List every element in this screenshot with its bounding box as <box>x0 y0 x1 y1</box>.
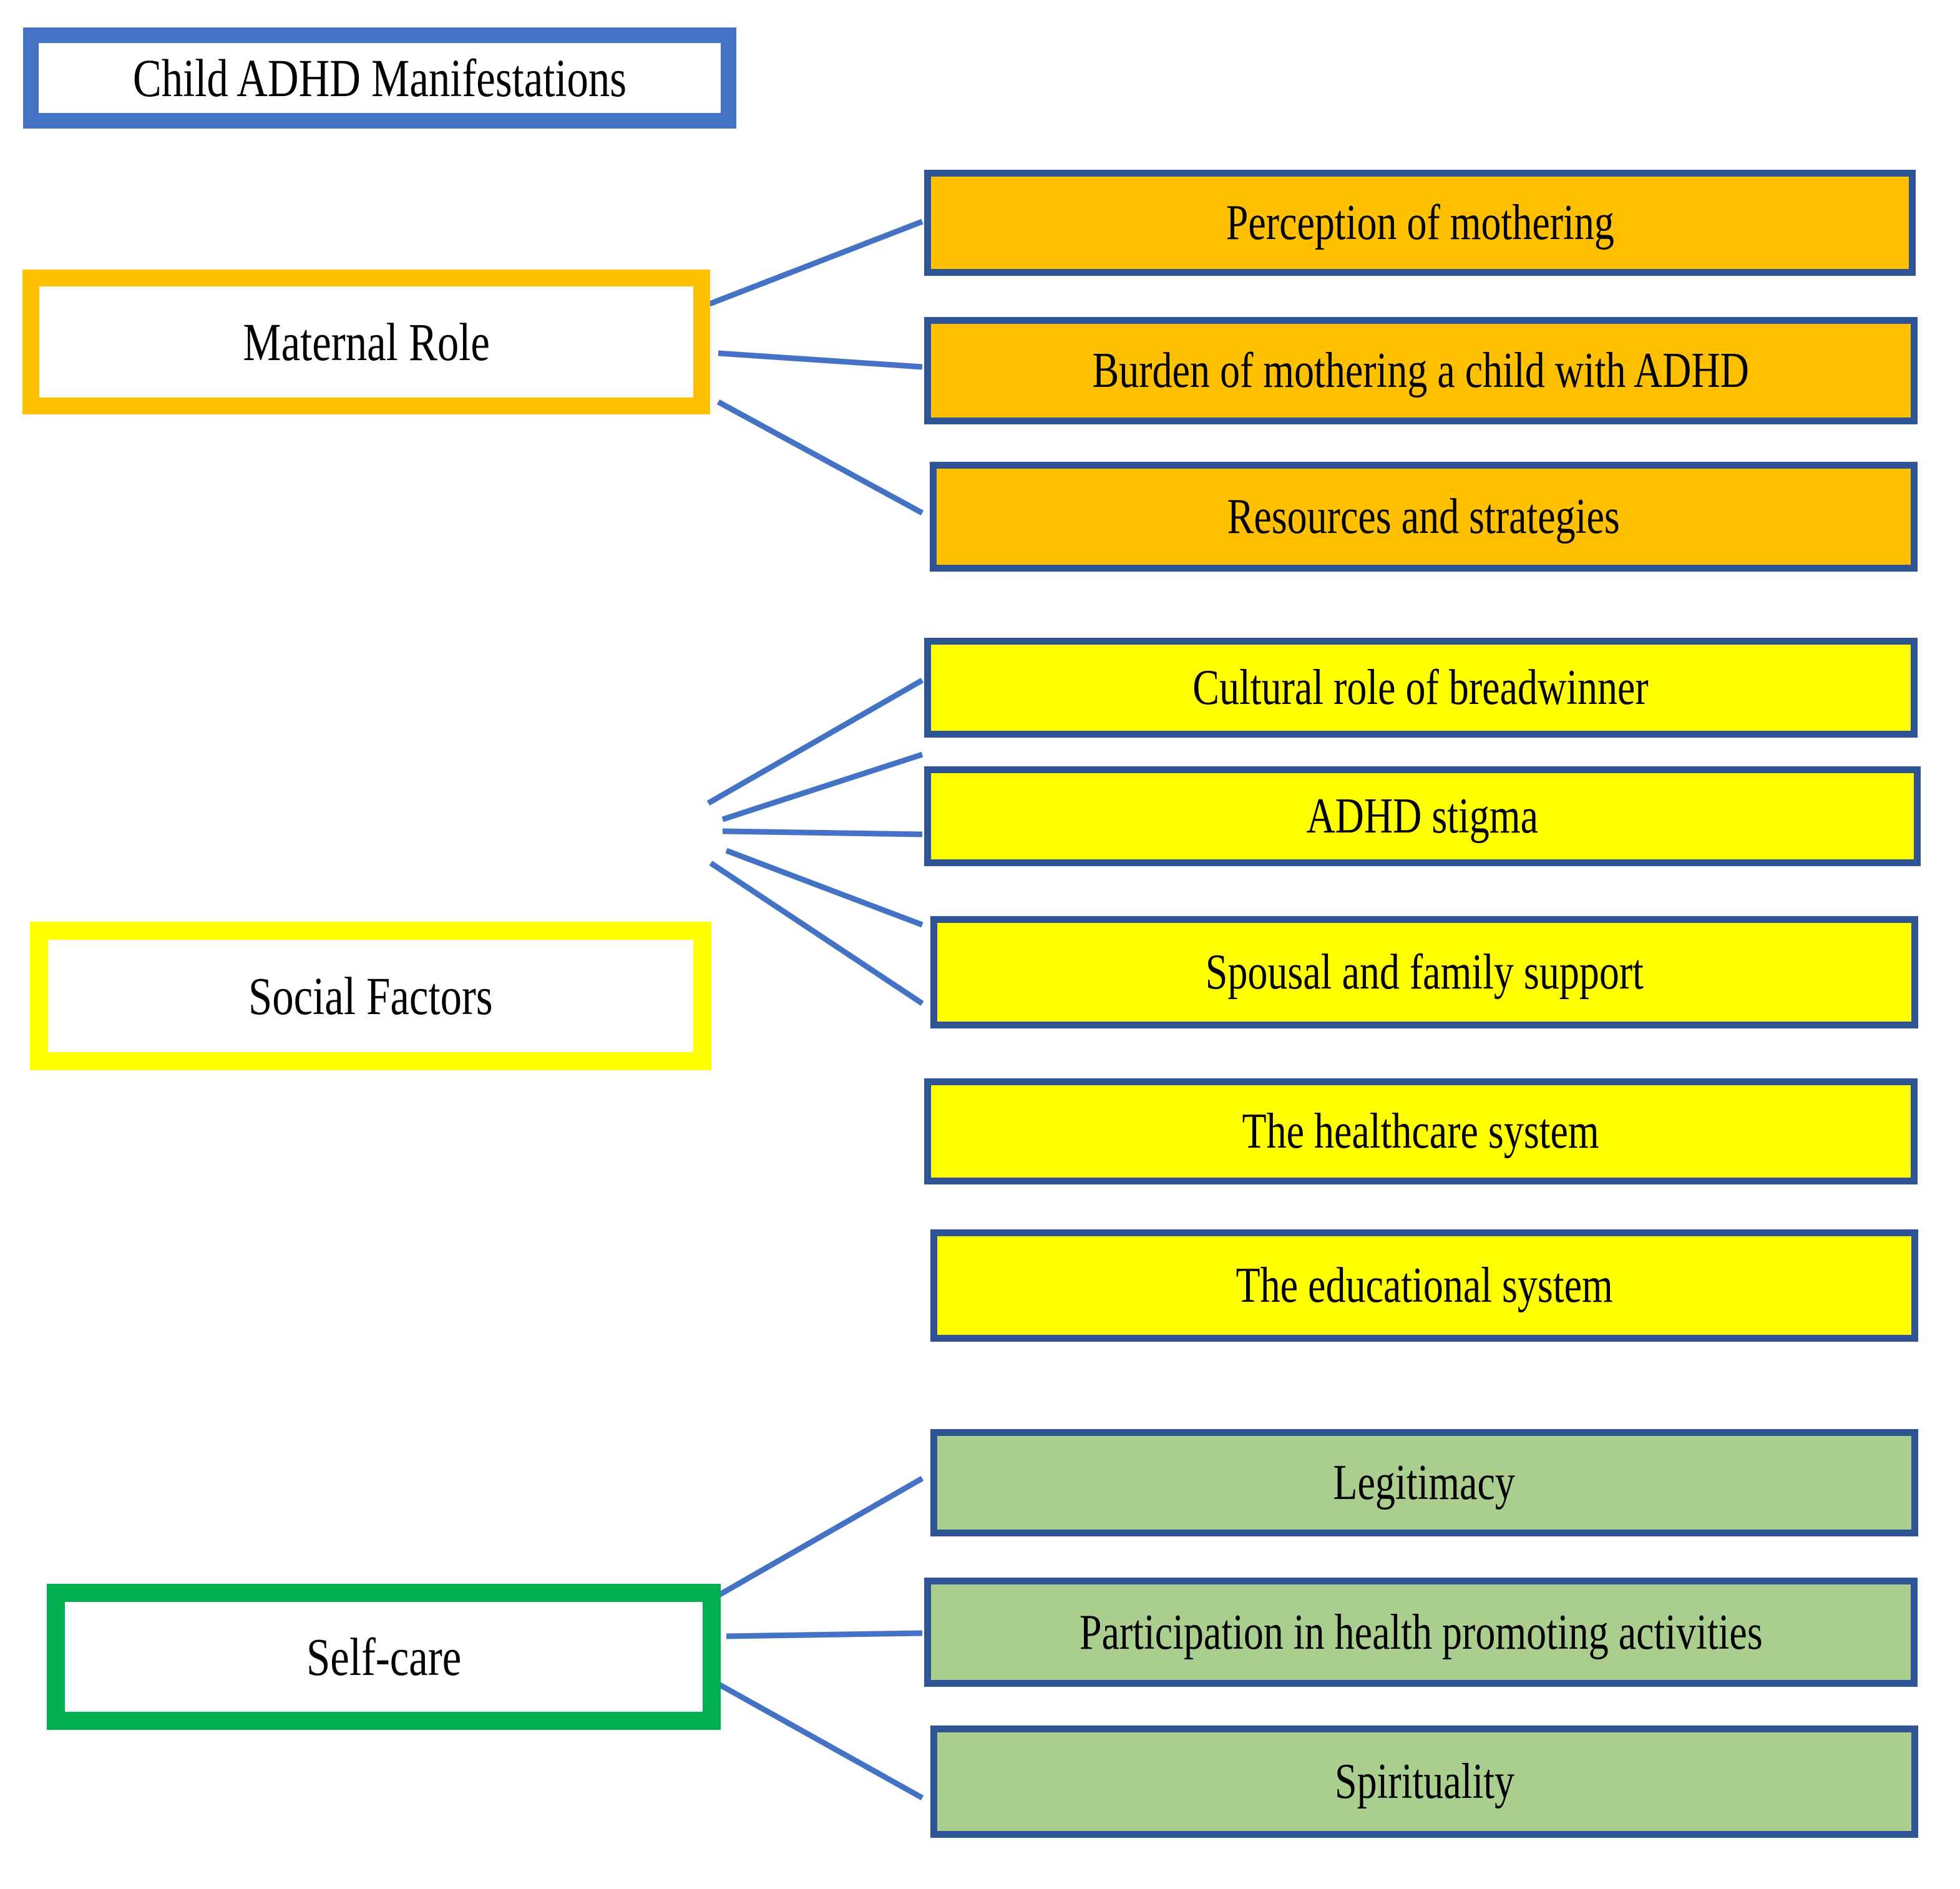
connector-selfcare-to-legitimacy <box>717 1476 924 1598</box>
node-label: Spirituality <box>1334 1754 1514 1809</box>
connector-selfcare-to-participation <box>726 1630 923 1639</box>
node-adhd-stigma[interactable]: ADHD stigma <box>924 766 1921 866</box>
node-resources-and-strategies[interactable]: Resources and strategies <box>930 462 1918 572</box>
node-label: Spousal and family support <box>1205 945 1644 1000</box>
node-label: Social Factors <box>248 965 493 1026</box>
node-child-adhd-manifestations[interactable]: Child ADHD Manifestations <box>23 27 736 129</box>
connector-social-to-cultural <box>706 678 924 806</box>
connector-selfcare-to-spirituality <box>717 1682 924 1800</box>
connector-maternal-to-burden <box>718 350 923 370</box>
connector-social-to-spousal <box>722 828 923 837</box>
node-label: Child ADHD Manifestations <box>132 47 627 108</box>
node-label: Resources and strategies <box>1227 489 1621 544</box>
node-legitimacy[interactable]: Legitimacy <box>930 1429 1918 1536</box>
connector-social-to-educational <box>709 861 924 1006</box>
connector-maternal-to-resources <box>716 399 924 515</box>
node-label: Self-care <box>306 1626 462 1687</box>
node-label: The healthcare system <box>1242 1104 1600 1159</box>
node-the-educational-system[interactable]: The educational system <box>930 1229 1918 1342</box>
node-the-healthcare-system[interactable]: The healthcare system <box>924 1078 1918 1184</box>
node-label: Maternal Role <box>243 311 490 372</box>
node-self-care[interactable]: Self-care <box>47 1584 721 1730</box>
node-maternal-role[interactable]: Maternal Role <box>22 270 710 414</box>
node-label: Burden of mothering a child with ADHD <box>1092 343 1750 398</box>
connector-social-to-healthcare <box>725 847 924 928</box>
node-perception-of-mothering[interactable]: Perception of mothering <box>924 170 1916 276</box>
node-label: The educational system <box>1236 1258 1613 1313</box>
node-label: ADHD stigma <box>1306 789 1539 844</box>
node-label: Participation in health promoting activi… <box>1079 1604 1763 1660</box>
connector-maternal-to-perception <box>708 218 924 307</box>
node-social-factors[interactable]: Social Factors <box>30 922 711 1070</box>
node-spousal-and-family-support[interactable]: Spousal and family support <box>930 916 1918 1028</box>
node-burden-of-mothering[interactable]: Burden of mothering a child with ADHD <box>924 317 1918 424</box>
node-label: Legitimacy <box>1333 1455 1516 1510</box>
connector-social-to-stigma <box>721 751 924 822</box>
node-label: Perception of mothering <box>1226 195 1614 250</box>
node-spirituality[interactable]: Spirituality <box>930 1725 1918 1838</box>
node-label: Cultural role of breadwinner <box>1192 660 1649 715</box>
node-participation-in-health-promoting-activities[interactable]: Participation in health promoting activi… <box>924 1578 1918 1687</box>
node-cultural-role-of-breadwinner[interactable]: Cultural role of breadwinner <box>924 638 1918 738</box>
